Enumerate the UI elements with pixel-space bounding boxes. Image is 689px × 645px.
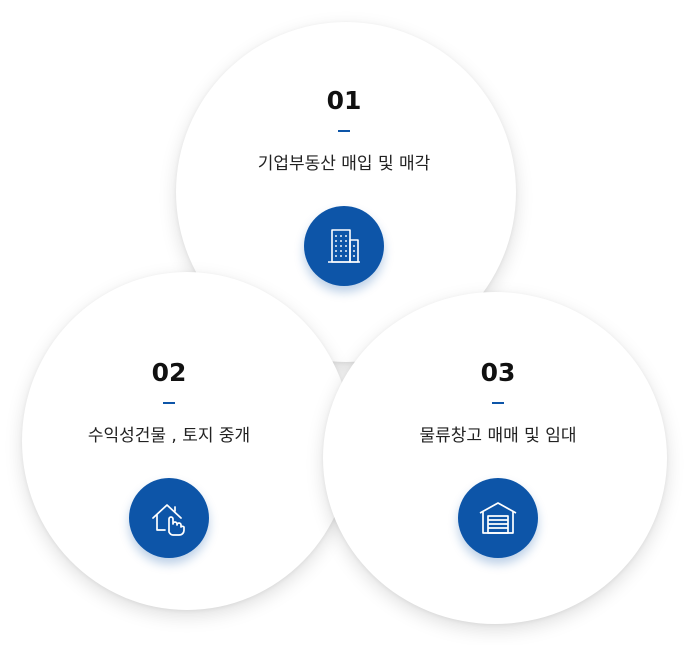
warehouse-icon xyxy=(458,478,538,558)
service-item-03: 03 물류창고 매매 및 임대 xyxy=(348,356,648,558)
accent-dash xyxy=(338,130,350,132)
item-number: 03 xyxy=(480,358,516,387)
item-label: 기업부동산 매입 및 매각 xyxy=(257,154,431,174)
item-number: 01 xyxy=(326,86,362,115)
accent-dash xyxy=(163,402,175,404)
service-item-01: 01 기업부동산 매입 및 매각 xyxy=(194,84,494,286)
accent-dash xyxy=(492,402,504,404)
house-hand-icon xyxy=(129,478,209,558)
item-label: 수익성건물 , 토지 중개 xyxy=(87,426,251,446)
building-icon xyxy=(304,206,384,286)
service-item-02: 02 수익성건물 , 토지 중개 xyxy=(19,356,319,558)
item-number: 02 xyxy=(151,358,187,387)
circle-03 xyxy=(323,292,667,624)
item-label: 물류창고 매매 및 임대 xyxy=(419,426,577,446)
